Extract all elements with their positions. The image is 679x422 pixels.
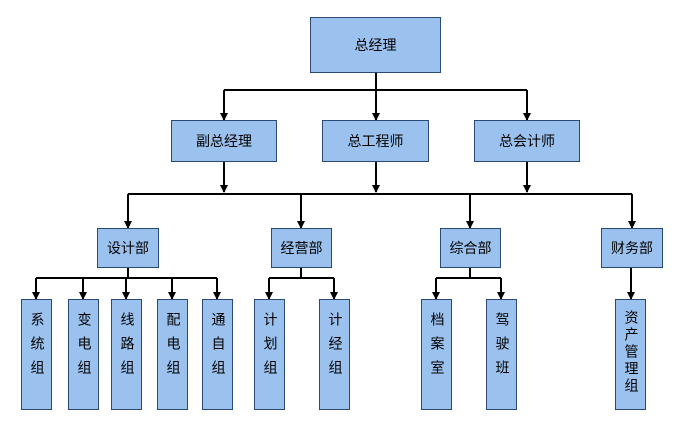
ceo-box: 总经理	[310, 17, 441, 73]
chief-engineer-box: 总工程师	[322, 120, 429, 162]
design-dept-label: 设计部	[107, 241, 149, 257]
design-group-label: 线路组	[118, 312, 135, 384]
general-group-box: 档案室	[421, 299, 452, 410]
design-dept-box: 设计部	[97, 228, 159, 268]
business-group-box: 计划组	[254, 299, 285, 410]
design-group-box: 系统组	[21, 299, 52, 410]
chief-accountant-box: 总会计师	[474, 120, 580, 162]
design-group-box: 配电组	[157, 299, 188, 410]
business-dept-box: 经营部	[271, 228, 332, 268]
deputy-gm-box: 副总经理	[171, 120, 277, 162]
finance-dept-label: 财务部	[611, 241, 653, 257]
business-dept-label: 经营部	[280, 241, 323, 257]
design-group-label: 配电组	[164, 312, 181, 384]
design-group-label: 系统组	[28, 312, 45, 384]
finance-group-label: 资产管理组	[622, 310, 639, 395]
finance-dept-box: 财务部	[601, 228, 663, 268]
business-group-label: 计经组	[326, 312, 343, 384]
general-group-label: 驾驶班	[493, 312, 510, 384]
business-group-label: 计划组	[261, 312, 278, 384]
general-group-label: 档案室	[428, 312, 445, 384]
design-group-box: 变电组	[68, 299, 99, 410]
business-group-box: 计经组	[319, 299, 350, 410]
design-group-label: 通自组	[209, 312, 226, 384]
design-group-label: 变电组	[75, 312, 92, 384]
deputy-gm-label: 副总经理	[196, 134, 252, 150]
design-group-box: 通自组	[202, 299, 233, 410]
design-group-box: 线路组	[111, 299, 142, 410]
general-dept-box: 综合部	[440, 228, 501, 268]
ceo-label: 总经理	[354, 38, 397, 54]
finance-group-box: 资产管理组	[615, 299, 646, 410]
general-dept-label: 综合部	[449, 241, 492, 257]
chief-accountant-label: 总会计师	[499, 134, 555, 150]
chief-engineer-label: 总工程师	[347, 134, 404, 150]
general-group-box: 驾驶班	[486, 299, 517, 410]
